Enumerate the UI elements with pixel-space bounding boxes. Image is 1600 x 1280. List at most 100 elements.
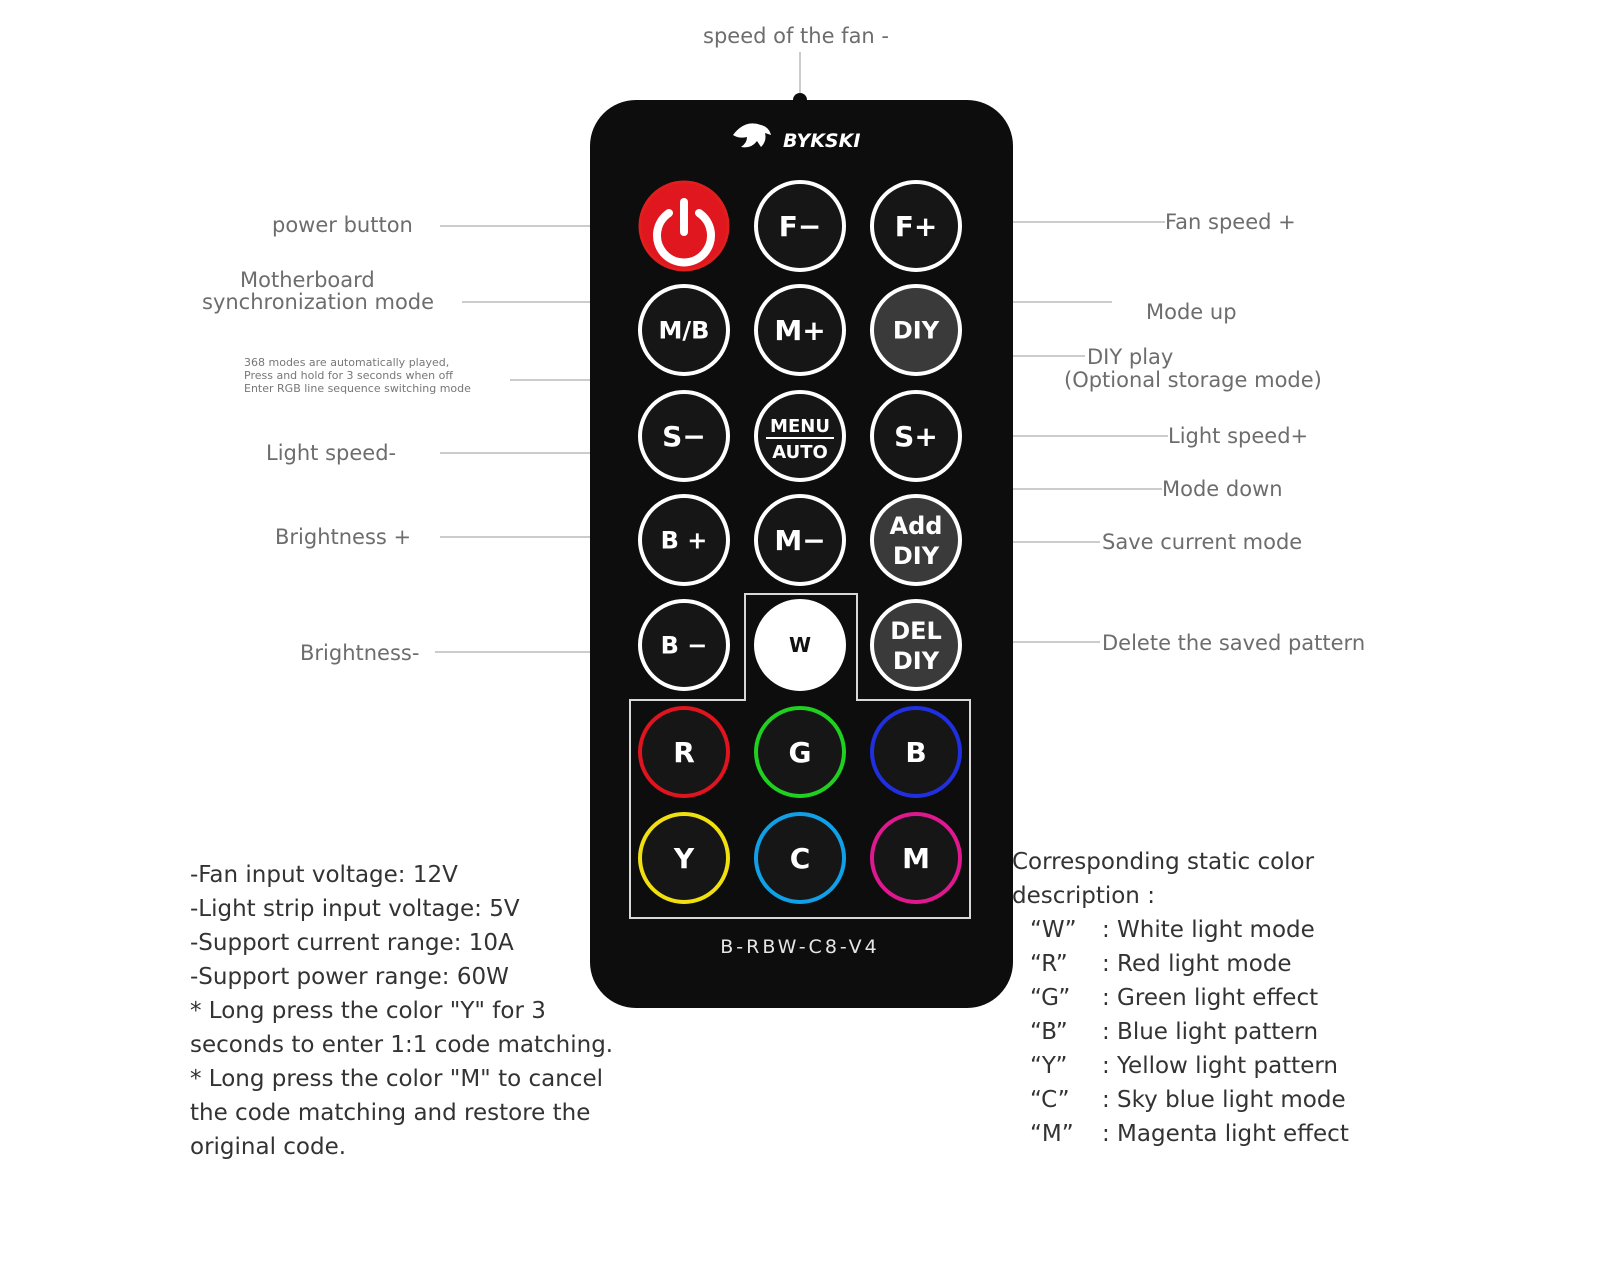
label-mode-up: Mode up [1146,300,1237,324]
spec-line: seconds to enter 1:1 code matching. [190,1032,614,1058]
b-button-label: B [905,736,926,769]
m-button[interactable]: M [870,812,962,904]
g-button-label: G [789,736,812,769]
y-button-face[interactable] [638,812,730,904]
y-button-label: Y [673,842,695,875]
color-row: “R”: Red light mode [1012,947,1349,981]
diy-button-face[interactable] [870,284,962,376]
f-plus-button-label: F+ [895,210,938,243]
m-button-face[interactable] [870,812,962,904]
w-button-face[interactable] [754,599,846,691]
m-b-button-face[interactable] [638,284,730,376]
color-text: : Sky blue light mode [1102,1087,1346,1113]
spec-line: * Long press the color "Y" for 3 [190,998,546,1024]
remote-ir-tip [793,93,807,107]
f-minus-button-face[interactable] [754,180,846,272]
spec-line: the code matching and restore the [190,1100,591,1126]
add-diy-button-label: DIY [893,542,940,570]
s-minus-button[interactable]: S− [638,390,730,482]
add-diy-button-face[interactable] [870,494,962,586]
r-button-label: R [673,736,695,769]
menu-auto-button-face[interactable] [754,390,846,482]
w-button-label: W [789,633,811,657]
b-minus-button[interactable]: B − [638,599,730,691]
m-minus-button-face[interactable] [754,494,846,586]
del-diy-button-label: DEL [890,617,942,645]
b-plus-button[interactable]: B + [638,494,730,586]
g-button[interactable]: G [754,706,846,798]
spec-line: original code. [190,1134,347,1160]
c-button-label: C [790,842,811,875]
s-plus-button[interactable]: S+ [870,390,962,482]
spec-line: -Fan input voltage: 12V [190,862,458,888]
m-b-button-label: M/B [659,317,710,345]
color-key: “Y” [1030,1053,1068,1079]
color-description-title-2: description : [1012,883,1155,909]
label-delete-saved-pattern: Delete the saved pattern [1102,631,1366,655]
color-row: “B”: Blue light pattern [1012,1015,1349,1049]
r-button[interactable]: R [638,706,730,798]
label-motherboard-1: Motherboard [240,268,375,292]
b-minus-button-face[interactable] [638,599,730,691]
label-light-speed-plus: Light speed+ [1168,424,1309,448]
b-plus-button-label: B + [661,527,708,555]
color-key: “B” [1030,1019,1068,1045]
color-key: “M” [1030,1121,1074,1147]
spec-line: * Long press the color "M" to cancel [190,1066,603,1092]
menu-note-2: Press and hold for 3 seconds when off [244,369,453,382]
del-diy-button-label: DIY [893,647,940,675]
m-b-button[interactable]: M/B [638,284,730,376]
specs-text: -Fan input voltage: 12V -Light strip inp… [190,858,613,1164]
color-row: “Y” : Yellow light pattern [1012,1049,1349,1083]
y-button[interactable]: Y [638,812,730,904]
color-key: “G” [1030,985,1071,1011]
menu-note-1: 368 modes are automatically played, [244,356,450,369]
color-text: : Magenta light effect [1102,1121,1349,1147]
del-diy-button-face[interactable] [870,599,962,691]
menu-auto-button-label: MENU [770,416,830,437]
color-row: “G” : Green light effect [1012,981,1349,1015]
color-key: “W” [1030,917,1077,943]
label-light-speed-minus: Light speed- [266,441,397,465]
b-button[interactable]: B [870,706,962,798]
color-text: : White light mode [1102,917,1315,943]
color-row: “M” : Magenta light effect [1012,1117,1349,1151]
diy-button[interactable]: DIY [870,284,962,376]
label-brightness-minus: Brightness- [300,641,420,665]
c-button-face[interactable] [754,812,846,904]
color-text: : Green light effect [1102,985,1319,1011]
m-plus-button[interactable]: M+ [754,284,846,376]
b-plus-button-face[interactable] [638,494,730,586]
diy-button-label: DIY [893,317,940,345]
m-plus-button-face[interactable] [754,284,846,376]
bykski-logo: BYKSKI [733,123,860,152]
w-button[interactable]: W [754,599,846,691]
color-description: Corresponding static color description :… [1012,845,1349,1151]
c-button[interactable]: C [754,812,846,904]
color-row: “W” : White light mode [1012,913,1349,947]
r-button-face[interactable] [638,706,730,798]
f-minus-button-label: F− [779,210,822,243]
f-minus-button[interactable]: F− [754,180,846,272]
color-row: “C”: Sky blue light mode [1012,1083,1349,1117]
spec-line: -Support power range: 60W [190,964,509,990]
m-minus-button[interactable]: M− [754,494,846,586]
f-plus-button[interactable]: F+ [870,180,962,272]
s-minus-button-face[interactable] [638,390,730,482]
m-plus-button-label: M+ [774,314,825,347]
svg-text:BYKSKI: BYKSKI [783,130,860,152]
b-button-face[interactable] [870,706,962,798]
f-plus-button-face[interactable] [870,180,962,272]
color-text: : Yellow light pattern [1102,1053,1338,1079]
color-text: : Red light mode [1102,951,1292,977]
add-diy-button-label: Add [890,512,943,540]
s-minus-button-label: S− [662,420,706,453]
g-button-face[interactable] [754,706,846,798]
s-plus-button-face[interactable] [870,390,962,482]
m-minus-button-label: M− [774,524,825,557]
label-save-current-mode: Save current mode [1102,530,1303,554]
